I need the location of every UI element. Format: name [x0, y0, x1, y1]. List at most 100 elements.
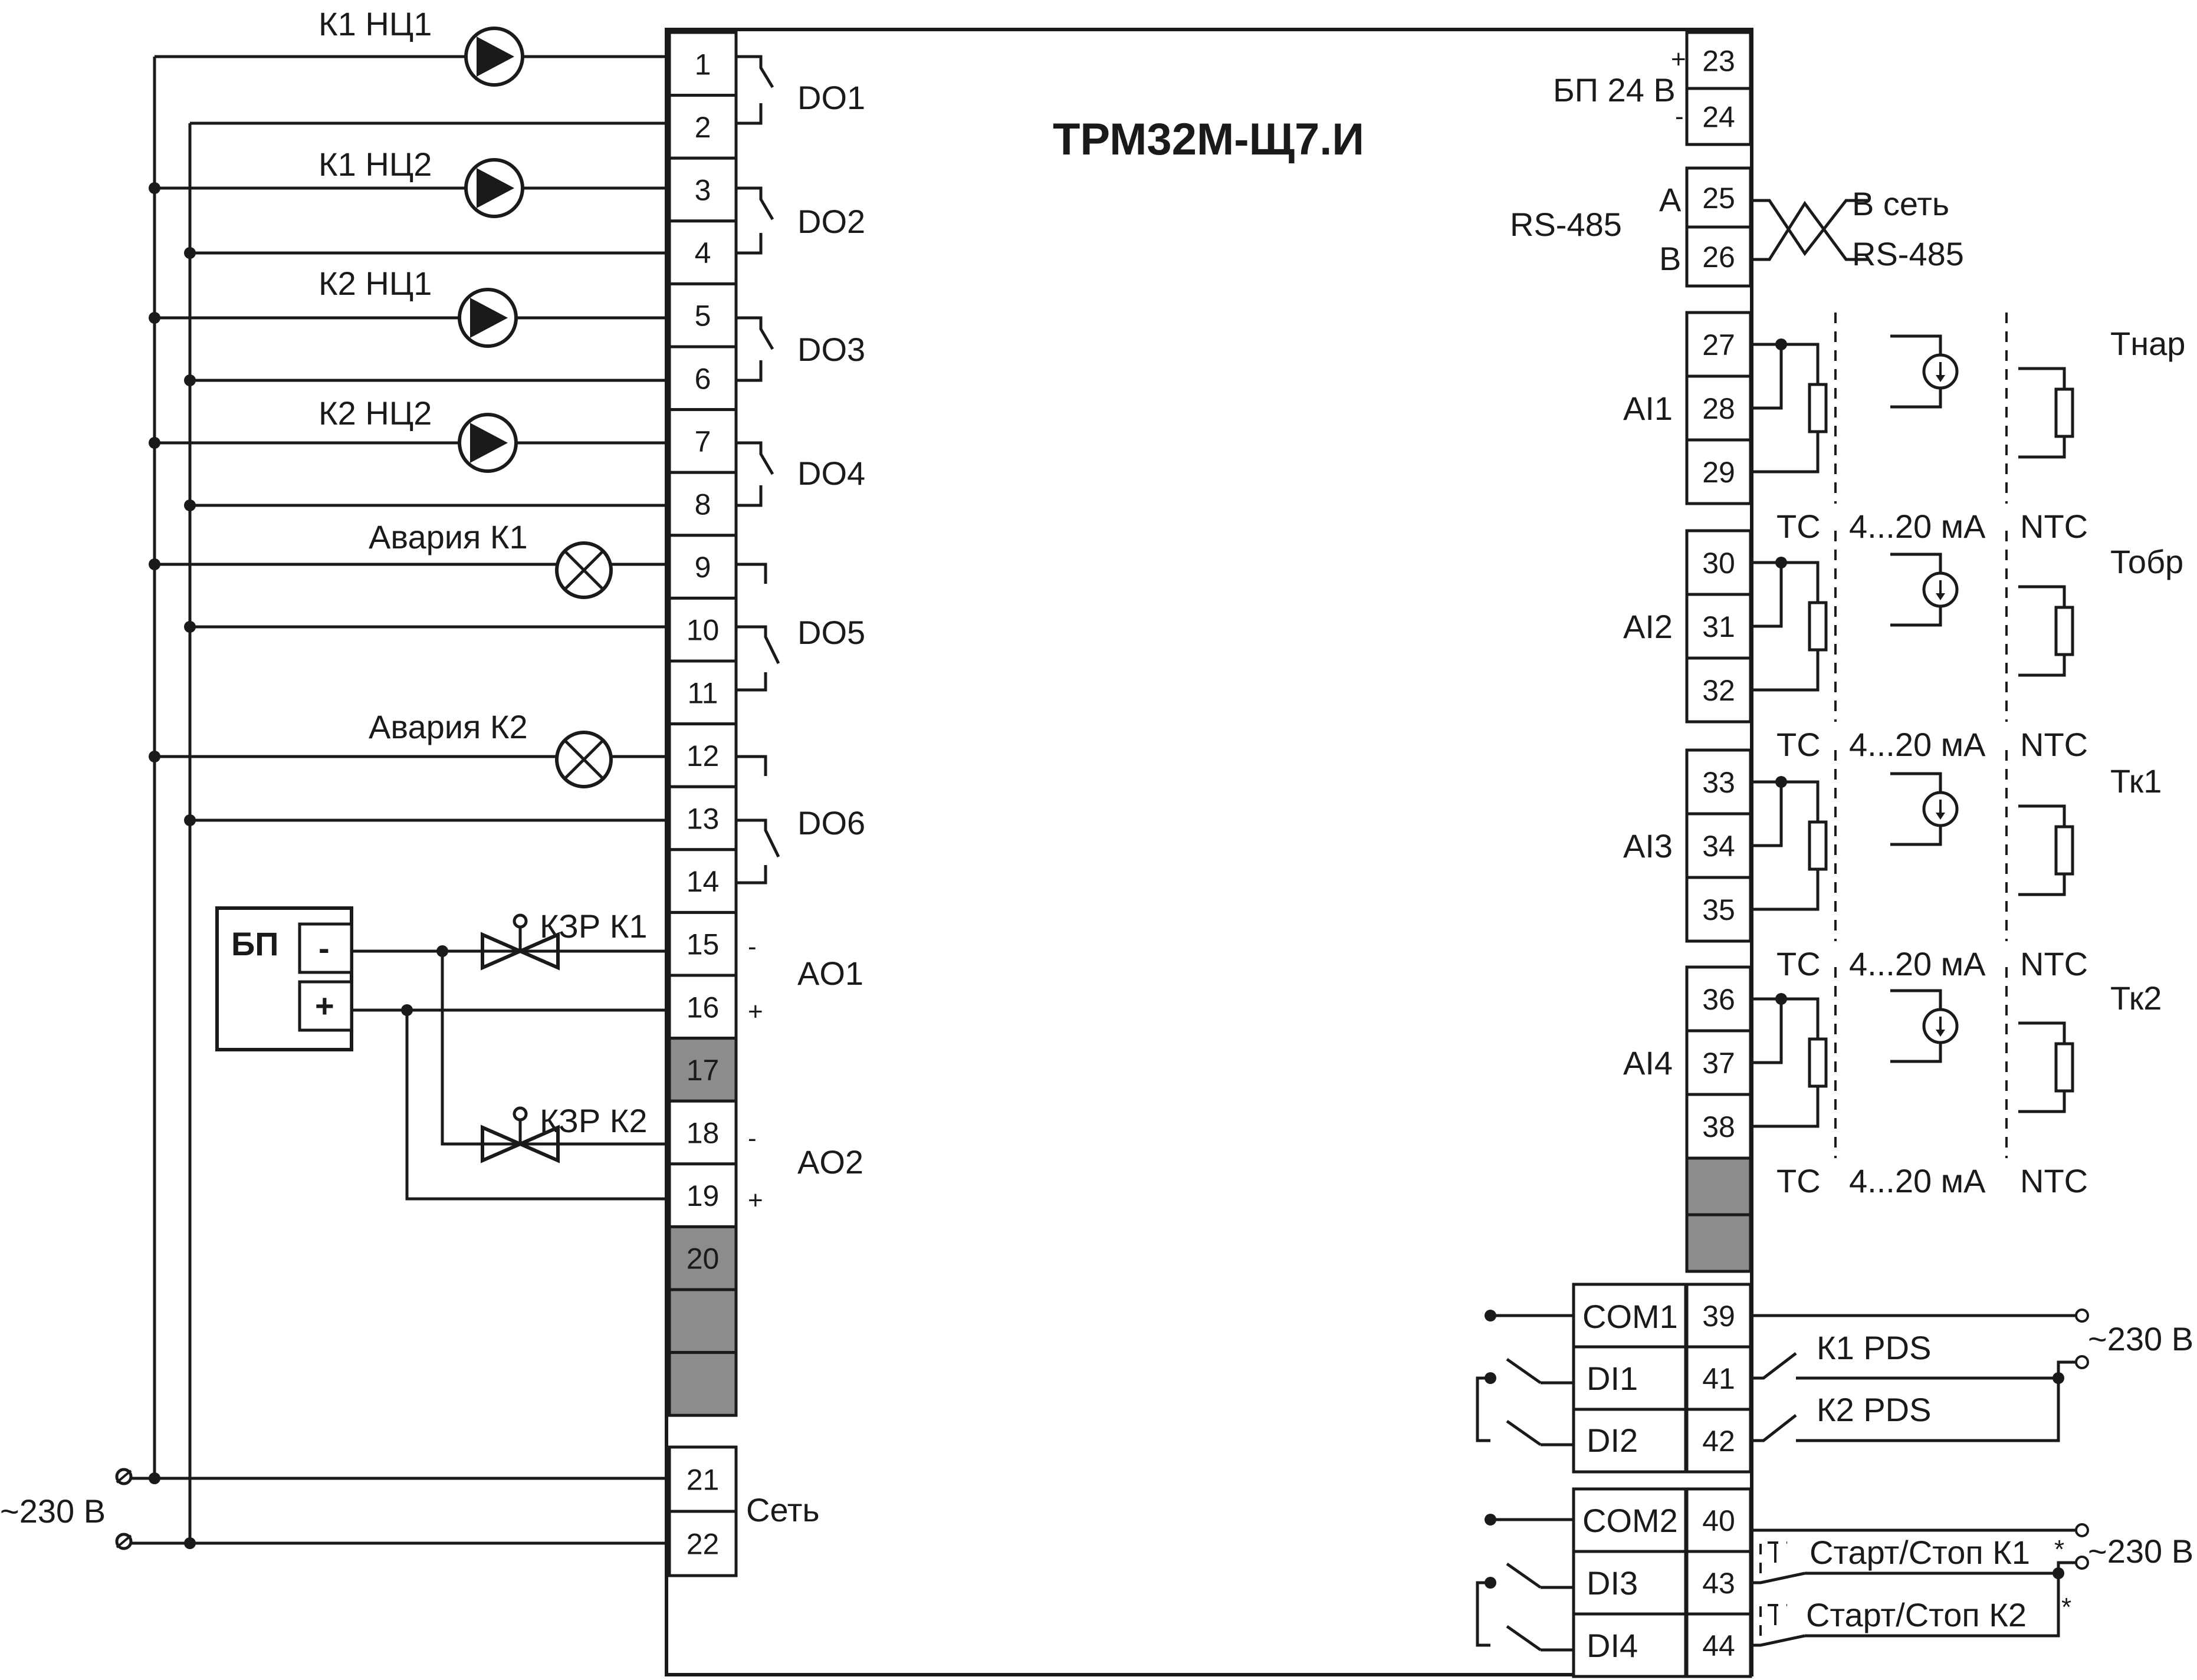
terminal-number: 24	[1702, 101, 1735, 134]
psu-block: БП - +	[215, 906, 353, 1051]
alarm-label: Авария К2	[369, 708, 528, 745]
mains-label: ~230 В	[0, 1492, 106, 1530]
ai-label: AI3	[1623, 827, 1673, 864]
resistor-icon	[2054, 606, 2074, 656]
terminal-number: 32	[1702, 674, 1735, 707]
footnote-mark: *	[2054, 1535, 2064, 1564]
rs485-label: RS-485	[1510, 206, 1622, 243]
do-label: DO1	[797, 79, 865, 116]
terminal-number: 36	[1702, 983, 1735, 1016]
mains-input: ~230 В	[0, 1468, 133, 1550]
terminal-number: 18	[687, 1117, 720, 1150]
resistor-icon	[1808, 383, 1828, 433]
footnote-mark: *	[2061, 1593, 2071, 1622]
terminal	[1685, 87, 1752, 146]
rs485-a: А	[1659, 181, 1682, 218]
terminal-number: 30	[1702, 547, 1735, 580]
psu-label: БП	[231, 925, 279, 962]
terminal-number: 7	[695, 425, 711, 458]
valve-label: КЗР К1	[540, 908, 648, 945]
supply-label: ~230 В	[2088, 1320, 2193, 1357]
terminal-number: 11	[688, 676, 718, 709]
terminal	[1685, 225, 1752, 288]
terminal	[668, 1510, 738, 1577]
terminal-number: 39	[1702, 1300, 1735, 1333]
ai-label: AI1	[1623, 390, 1673, 427]
terminal-empty	[668, 1225, 738, 1291]
terminal-number: 23	[1702, 45, 1735, 78]
terminal-number: 9	[695, 551, 711, 584]
terminal-number: 10	[687, 614, 720, 647]
rs485-net-line1: В сеть	[1852, 185, 1949, 222]
terminal-empty	[1685, 1156, 1752, 1217]
relay-contacts	[736, 55, 780, 885]
pump-label: К2 НЦ1	[318, 265, 432, 302]
terminal	[1685, 876, 1752, 943]
terminal	[668, 722, 738, 788]
sensor-type-label: ТС	[1776, 1162, 1821, 1199]
di-signal-label: К1 PDS	[1817, 1329, 1931, 1366]
power-terminal-strip: 21 22	[668, 1445, 738, 1577]
bp24-label: БП 24 В	[1553, 71, 1676, 109]
sensor-label: Тк1	[2110, 762, 2162, 800]
terminal	[668, 219, 738, 285]
terminal	[668, 345, 738, 412]
terminal-number: 43	[1702, 1567, 1735, 1600]
terminal	[668, 408, 738, 474]
terminal	[668, 848, 738, 914]
terminal-empty	[668, 1037, 738, 1103]
sensor-label: Тобр	[2110, 543, 2183, 580]
terminal-number: 3	[695, 174, 711, 207]
terminal-number: 6	[695, 362, 711, 395]
ai-label: AI4	[1623, 1044, 1673, 1081]
resistor-icon	[1808, 1037, 1828, 1088]
valve-k1: КЗР К1	[481, 908, 648, 971]
sensor-type-label: ТС	[1776, 726, 1821, 763]
terminal	[1685, 438, 1752, 505]
terminal-number: 2	[695, 111, 711, 144]
terminal-number: 17	[687, 1054, 720, 1087]
sensor-type-label: NTC	[2020, 508, 2088, 545]
sensor-type-label: 4...20 мА	[1849, 945, 1986, 982]
di-label: DI2	[1587, 1422, 1638, 1459]
do-label: DO3	[797, 331, 865, 368]
terminal-number: 4	[695, 236, 711, 269]
valve-label: КЗР К2	[540, 1102, 648, 1139]
terminal-number: 22	[687, 1528, 720, 1561]
pump-label: К1 НЦ2	[318, 146, 432, 183]
terminal-number: 13	[687, 803, 720, 836]
terminal-number: 14	[687, 865, 720, 898]
terminal-number: 1	[695, 48, 711, 81]
di-signal-label: Старт/Стоп К2	[1806, 1596, 2027, 1633]
ao-label: AO2	[797, 1143, 863, 1181]
ao-sign: +	[748, 997, 763, 1026]
terminal-number: 21	[687, 1464, 720, 1497]
terminal	[1685, 31, 1752, 90]
terminal	[668, 534, 738, 600]
resistor-icon	[2054, 825, 2074, 876]
di-label: DI1	[1587, 1360, 1638, 1397]
terminal-number: 40	[1702, 1504, 1735, 1537]
terminal-number: 41	[1702, 1362, 1735, 1395]
terminal-number: 35	[1702, 893, 1735, 926]
sensor-type-label: NTC	[2020, 945, 2088, 982]
terminal-number: 33	[1702, 766, 1735, 799]
terminal-empty	[668, 1351, 738, 1417]
pump-label: К1 НЦ1	[318, 5, 432, 42]
terminal-number: 37	[1702, 1047, 1735, 1080]
pump-label: К2 НЦ2	[318, 394, 432, 432]
bp24-terminal-strip: 23 24	[1685, 31, 1752, 146]
terminal-empty	[1685, 1213, 1752, 1273]
resistor-icon	[1808, 820, 1828, 871]
ao-sign: +	[748, 1186, 763, 1215]
terminal	[1685, 529, 1752, 596]
sensor-type-label: 4...20 мА	[1849, 508, 1986, 545]
terminal	[668, 974, 738, 1040]
com2-label: COM2	[1582, 1502, 1678, 1539]
terminal	[668, 471, 738, 537]
terminal-number: 16	[687, 991, 720, 1024]
terminal-number: 42	[1702, 1425, 1735, 1458]
